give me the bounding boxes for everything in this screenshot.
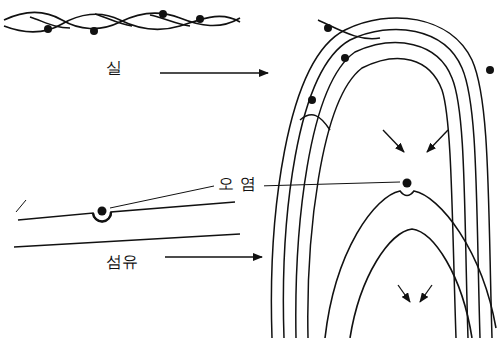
release-arrows	[383, 130, 448, 152]
dirt-dots	[308, 24, 494, 104]
loosened-thread	[271, 18, 492, 338]
dirt-dots	[44, 10, 204, 35]
part-label: 실	[104, 58, 124, 77]
twisted-thread	[4, 13, 240, 32]
bent-fiber	[325, 191, 496, 338]
dirt-dot	[98, 207, 107, 216]
callout-label: 오염	[216, 174, 264, 193]
process-arrow	[160, 72, 268, 74]
release-arrows	[398, 285, 432, 302]
straight-fiber	[14, 200, 240, 247]
dirt-dot	[403, 179, 412, 188]
process-arrow	[165, 256, 262, 258]
part-label: 섬유	[104, 252, 140, 271]
